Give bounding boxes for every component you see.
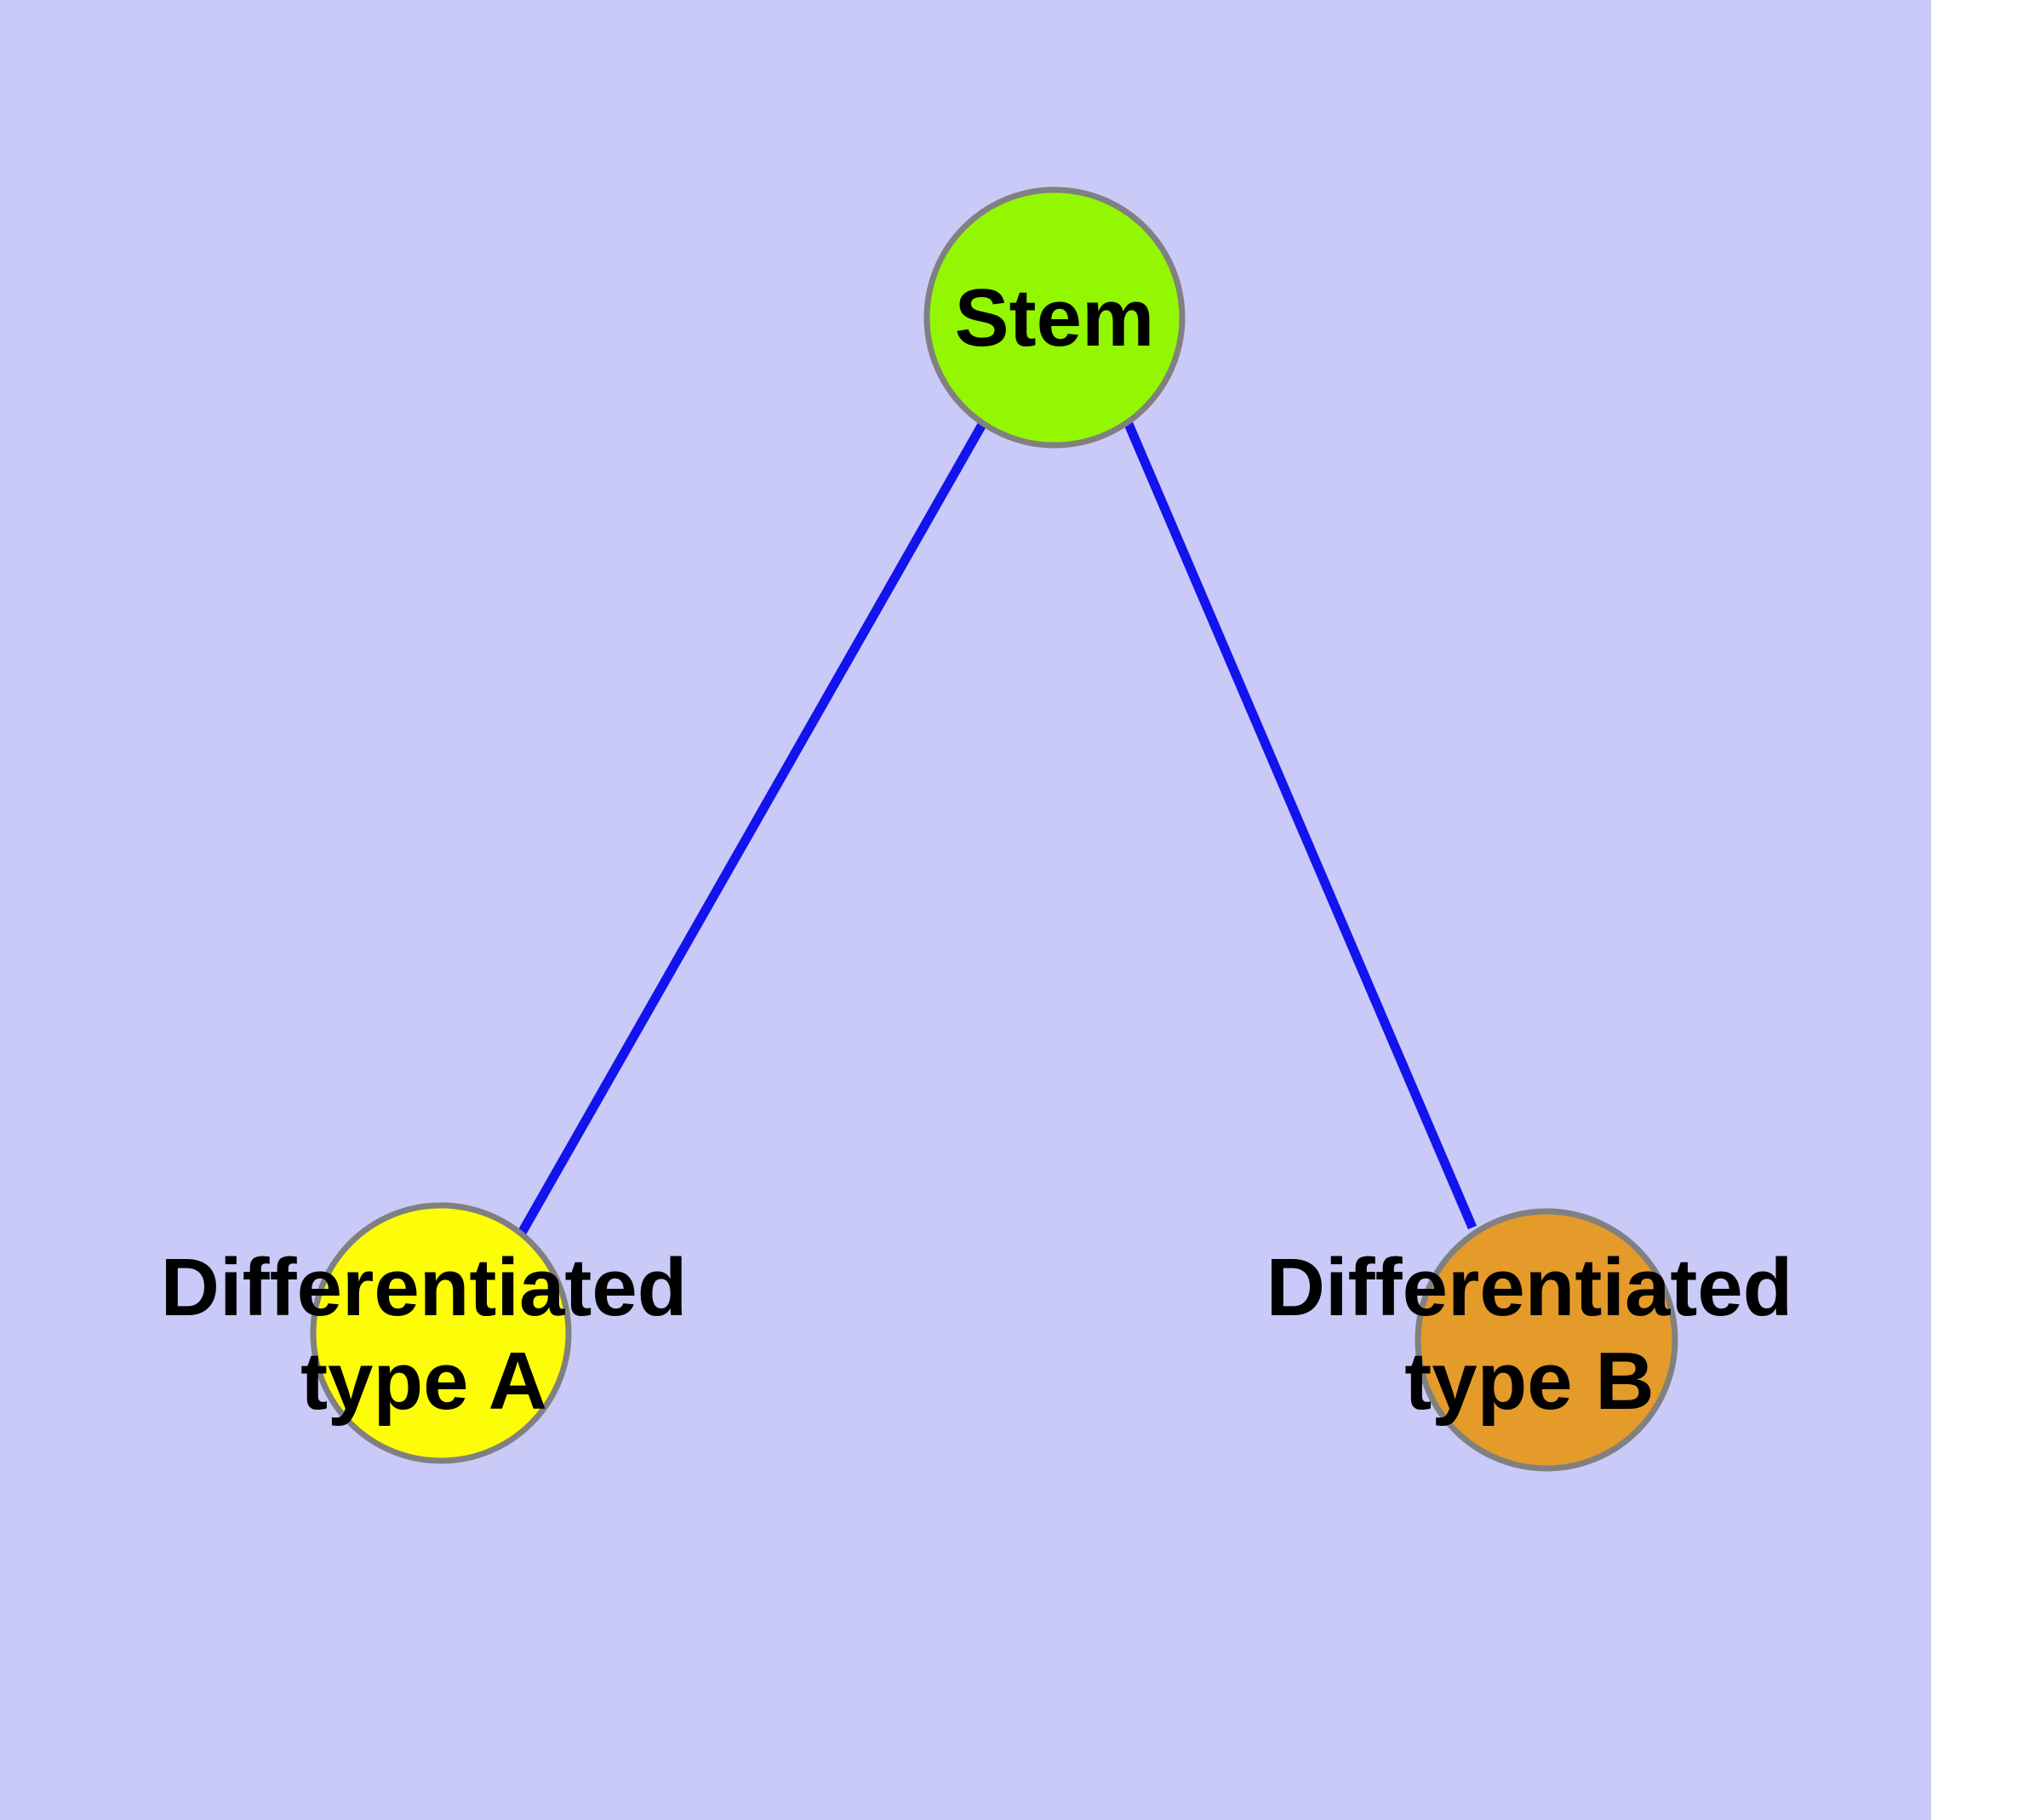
edge-stem-to-diff-a[interactable]	[517, 421, 987, 1237]
node-label-line: Differentiated	[1266, 1242, 1793, 1333]
edge-stem-to-diff-b[interactable]	[1123, 421, 1477, 1230]
node-label-line: type B	[1404, 1336, 1654, 1427]
node-label-line: Stem	[955, 272, 1155, 363]
node-label-line: type A	[300, 1336, 547, 1427]
node-label-line: Differentiated	[161, 1242, 688, 1333]
node-stem[interactable]	[923, 186, 1186, 449]
node-label-stem: Stem	[955, 272, 1155, 363]
nodes-group	[310, 186, 1678, 1472]
node-diff_a[interactable]	[310, 1202, 572, 1464]
node-diff_b[interactable]	[1415, 1208, 1678, 1472]
edges-group	[517, 421, 1477, 1237]
